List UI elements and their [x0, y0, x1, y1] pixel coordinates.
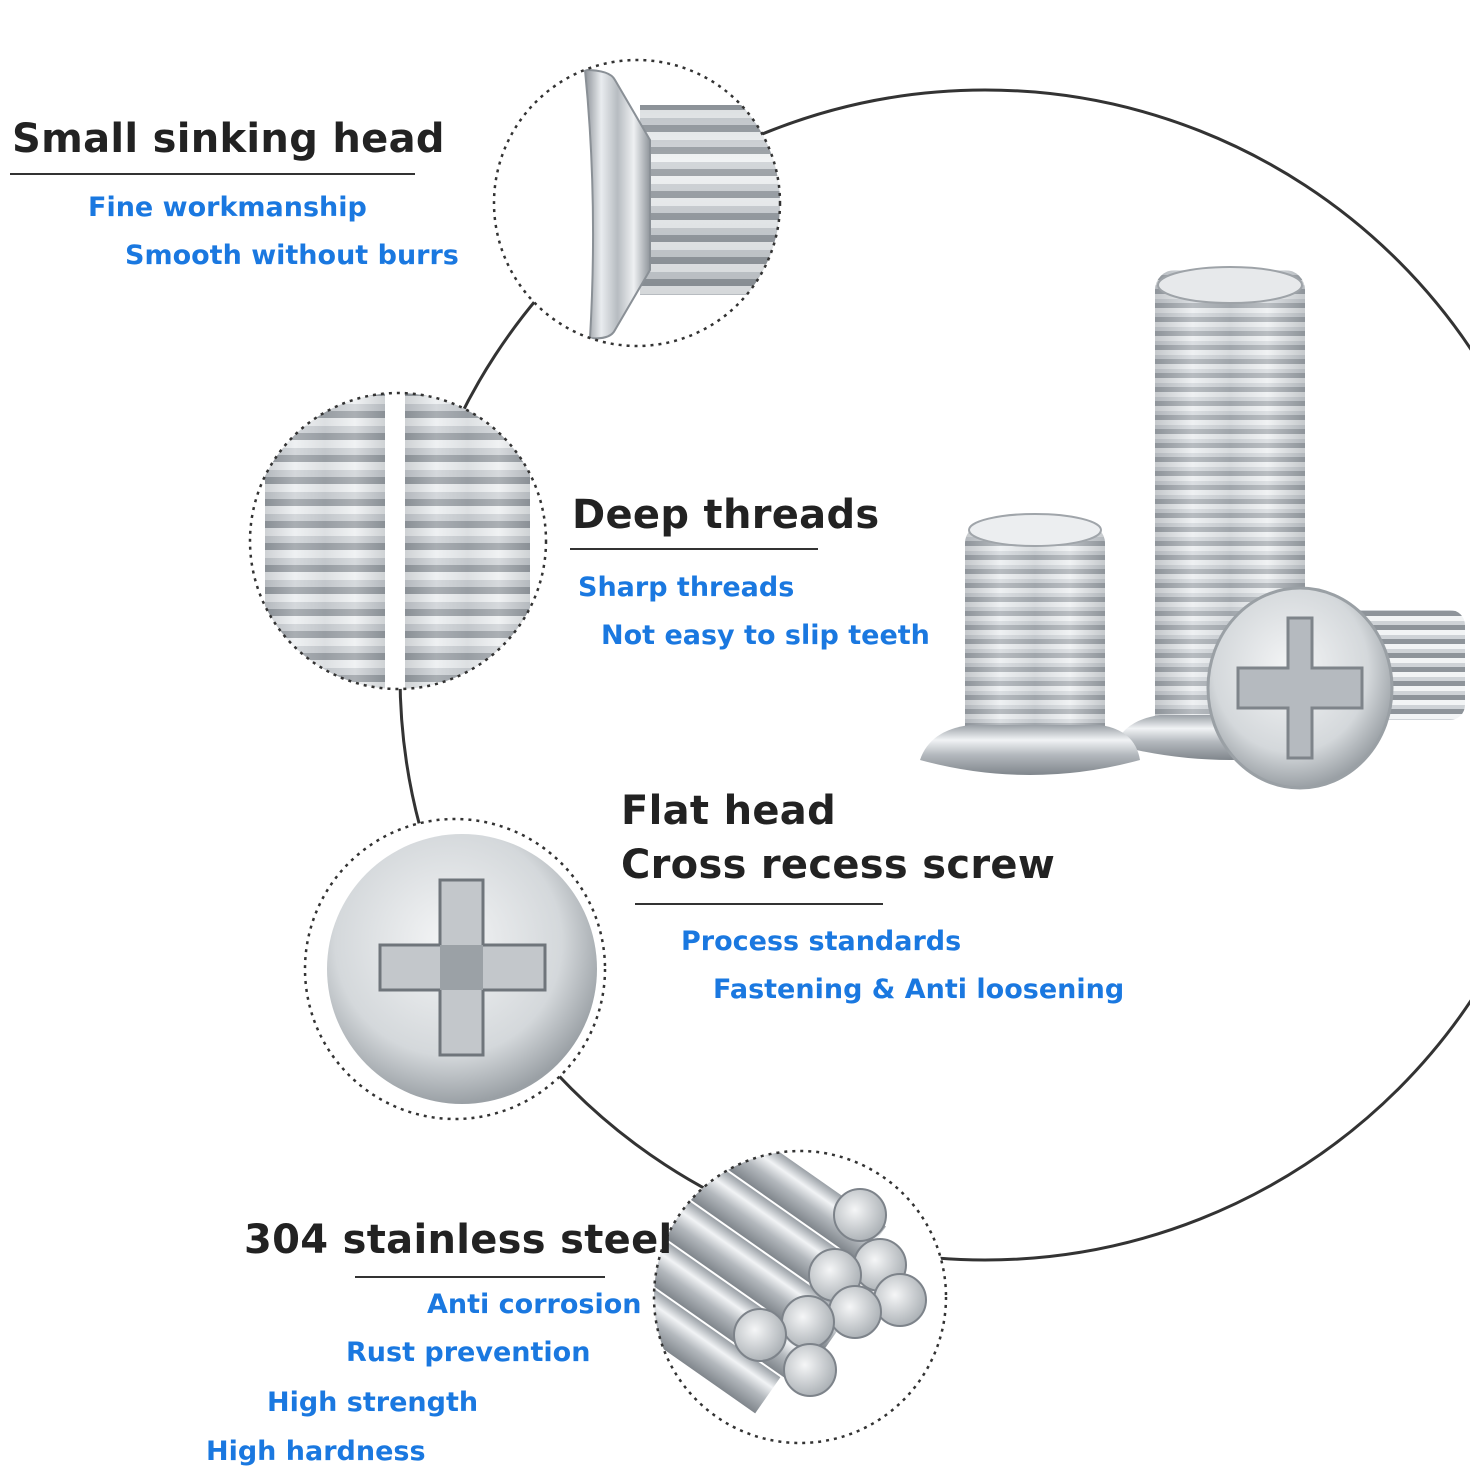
feature-title-deep-threads: Deep threads [572, 492, 880, 538]
feature-title-304-stainless-steel: 304 stainless steel [244, 1217, 673, 1263]
thread-closeup [248, 391, 548, 691]
feature-sub: Smooth without burrs [125, 240, 459, 271]
title-underline [635, 903, 883, 905]
steel-rods-closeup [652, 1149, 948, 1445]
feature-title-small-sinking-head: Small sinking head [12, 116, 445, 162]
feature-title-cross-recess: Cross recess screw [621, 842, 1056, 888]
feature-sub: Rust prevention [346, 1337, 591, 1368]
feature-sub: Not easy to slip teeth [601, 620, 930, 651]
title-underline [570, 548, 818, 550]
feature-sub: Anti corrosion [427, 1289, 642, 1320]
feature-sub: Process standards [681, 926, 962, 957]
screws-product-photo [920, 266, 1465, 790]
feature-sub: High strength [267, 1387, 479, 1418]
feature-sub: Fine workmanship [88, 192, 367, 223]
screw-head-closeup [492, 58, 782, 348]
title-underline [10, 173, 415, 175]
title-underline [355, 1276, 605, 1278]
feature-sub: High hardness [206, 1436, 426, 1467]
cross-recess-closeup [303, 817, 607, 1121]
feature-sub: Fastening & Anti loosening [713, 974, 1125, 1005]
feature-sub: Sharp threads [578, 572, 795, 603]
feature-title-flat-head: Flat head [621, 788, 837, 834]
